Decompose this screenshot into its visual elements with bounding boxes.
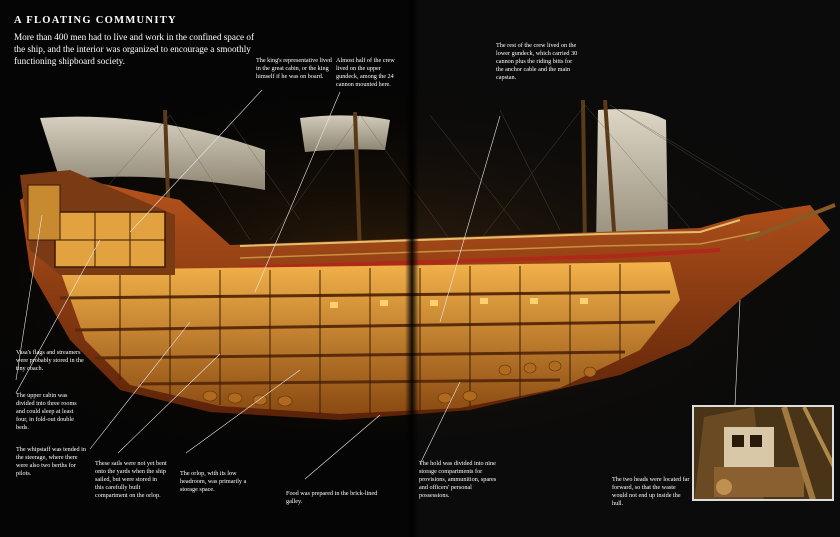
heads-detail-illustration xyxy=(694,407,832,499)
caption-upper-gundeck: Almost half of the crew lived on the upp… xyxy=(336,57,395,88)
heads-detail-photo xyxy=(692,405,834,501)
caption-galley: Food was prepared in the brick-lined gal… xyxy=(286,490,378,505)
stern-castle xyxy=(20,170,175,275)
caption-upper-cabin: The upper cabin was divided into three r… xyxy=(16,392,77,431)
intro-paragraph: More than 400 men had to live and work i… xyxy=(14,32,255,66)
sails xyxy=(40,109,668,248)
caption-whipstaff: The whipstaff was tended in the steerage… xyxy=(16,446,86,477)
book-gutter xyxy=(405,0,419,537)
cutaway-interior xyxy=(59,262,680,414)
caption-sails-storage: These sails were not yet bent onto the y… xyxy=(95,460,167,499)
leader-lines xyxy=(15,89,741,480)
caption-lower-gundeck: The rest of the crew lived on the lower … xyxy=(496,42,578,81)
bowsprit xyxy=(744,203,836,242)
page-title: A FLOATING COMMUNITY xyxy=(14,15,177,26)
caption-flags-coach: Vasa's flags and streamers were probably… xyxy=(16,349,84,372)
caption-orlop: The orlop, with its low headroom, was pr… xyxy=(180,470,247,493)
caption-heads: The two heads were located far forward, … xyxy=(612,476,690,507)
caption-kings-representative: The king's representative lived in the g… xyxy=(256,57,332,80)
caption-hold: The hold was divided into nine storage c… xyxy=(419,460,497,499)
